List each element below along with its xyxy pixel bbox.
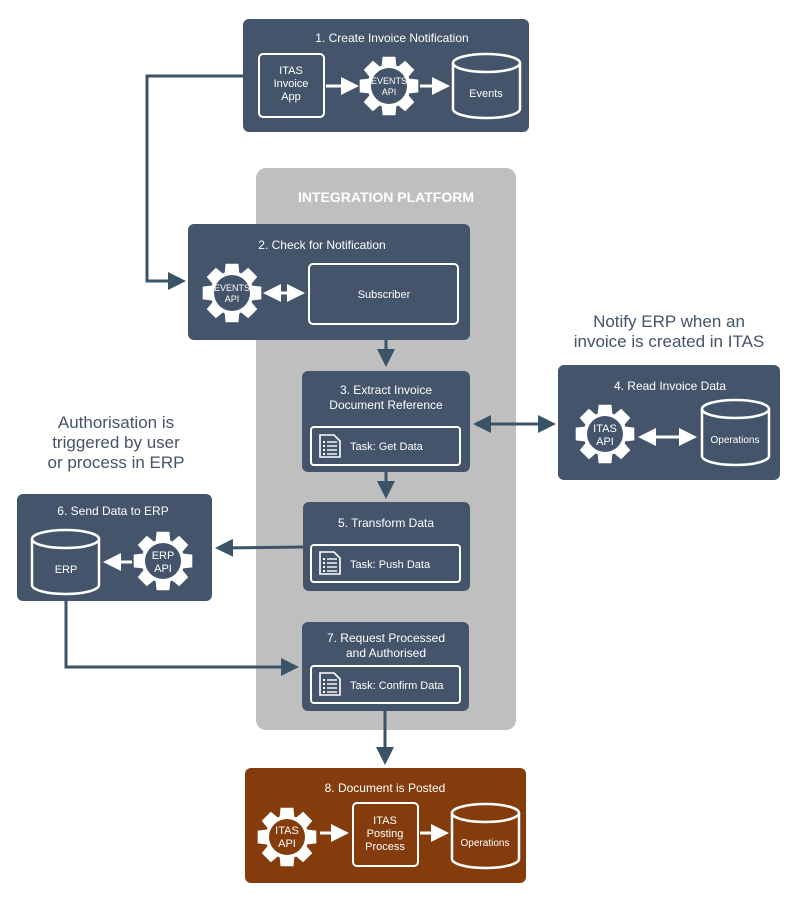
step-5-transform-data: 5. Transform Data Task: Push Data <box>303 502 470 591</box>
step-6-title: 6. Send Data to ERP <box>57 504 168 518</box>
document-list-icon <box>319 434 341 458</box>
database-icon <box>450 802 521 870</box>
task-push-data-box <box>310 544 461 583</box>
gear-icon <box>133 531 193 591</box>
gear-icon <box>202 263 262 323</box>
task-confirm-data-box <box>310 665 461 704</box>
task-get-data-label: Task: Get Data <box>350 441 424 453</box>
document-list-icon <box>319 672 341 696</box>
operations-store-label: Operations <box>461 838 510 849</box>
task-push-data-label: Task: Push Data <box>350 559 431 571</box>
operations-store-label: Operations <box>711 435 760 446</box>
step-5-title: 5. Transform Data <box>338 516 434 530</box>
step-4-title: 4. Read Invoice Data <box>614 379 726 393</box>
connectors <box>64 74 556 765</box>
subscriber-label: Subscriber <box>358 289 411 301</box>
task-confirm-data-label: Task: Confirm Data <box>350 680 444 692</box>
document-list-icon <box>319 551 341 575</box>
itas-posting-process-box <box>352 802 419 867</box>
gear-icon <box>359 56 419 116</box>
step-8-title: 8. Document is Posted <box>325 781 446 795</box>
database-icon <box>30 528 101 596</box>
step-1-title: 1. Create Invoice Notification <box>315 31 468 45</box>
erp-store-label: ERP <box>55 564 78 576</box>
events-store-label: Events <box>469 88 503 100</box>
subscriber-box <box>308 263 459 325</box>
connector-1-to-2 <box>145 74 243 290</box>
database-icon <box>700 398 771 467</box>
connector-6-to-7 <box>64 601 299 676</box>
gear-icon <box>257 807 317 867</box>
task-get-data-box <box>310 426 461 466</box>
platform-title: INTEGRATION PLATFORM <box>298 189 474 205</box>
step-2-title: 2. Check for Notification <box>258 238 385 252</box>
connector-5-to-6 <box>215 538 304 557</box>
database-icon <box>451 52 522 120</box>
gear-icon <box>575 404 635 464</box>
